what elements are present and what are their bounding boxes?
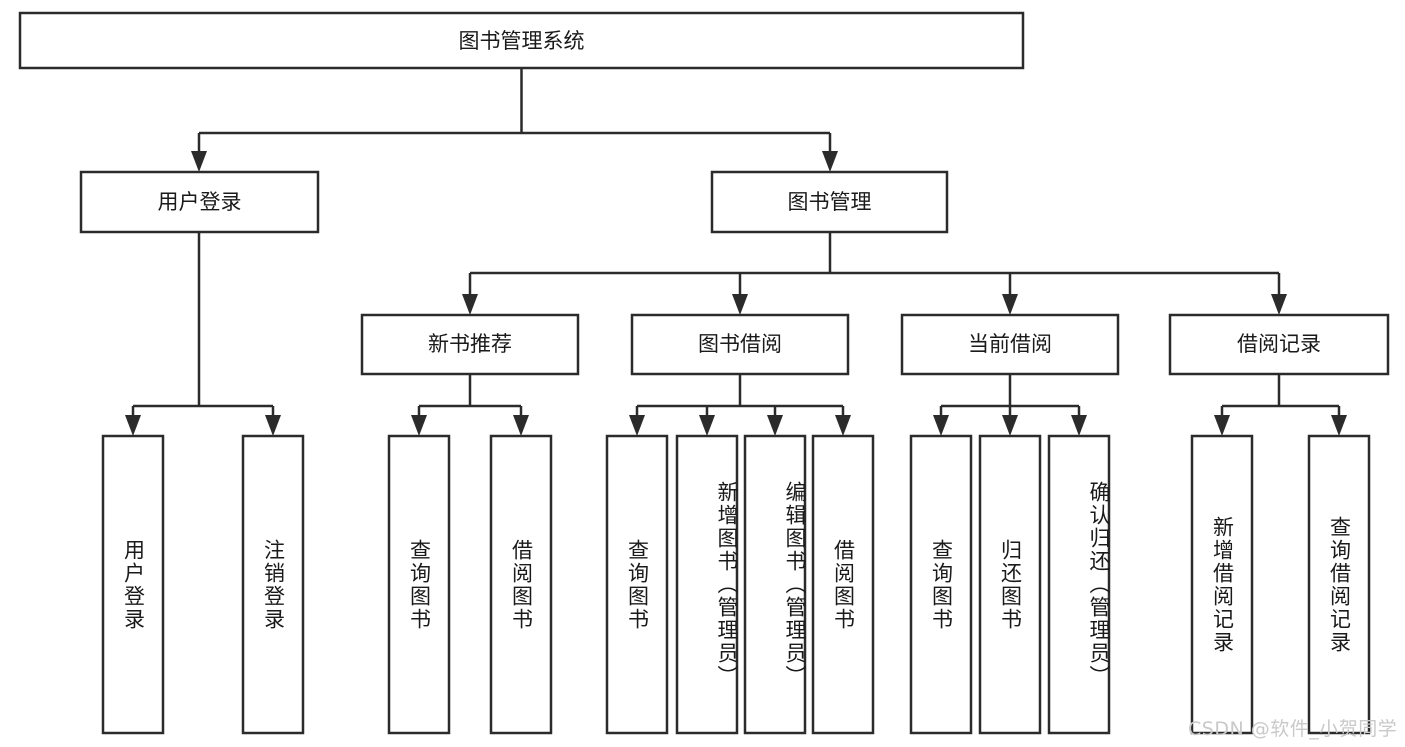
connector-newbook-to-leaves xyxy=(411,374,529,436)
connector-bookborrow-to-leaves xyxy=(629,374,851,436)
leaf-book-borrow-0[interactable] xyxy=(605,434,669,735)
node-book-management[interactable]: 图书管理 xyxy=(710,170,949,234)
node-root[interactable]: 图书管理系统 xyxy=(18,11,1025,70)
leaf-book-borrow-3[interactable] xyxy=(811,434,875,735)
node-new-book-recommend[interactable]: 新书推荐 xyxy=(360,313,580,376)
connector-borrowrecord-to-leaves xyxy=(1214,374,1347,436)
connector-currentborrow-to-leaves xyxy=(933,374,1087,436)
node-borrow-record[interactable]: 借阅记录 xyxy=(1168,313,1390,376)
connector-userlogin-to-leaves xyxy=(125,232,281,436)
leaf-borrow-record-0[interactable] xyxy=(1190,434,1254,735)
node-current-borrow[interactable]: 当前借阅 xyxy=(900,313,1120,376)
leaf-borrow-record-1[interactable] xyxy=(1307,434,1371,735)
leaf-current-borrow-1[interactable] xyxy=(978,434,1042,735)
node-new-book-recommend-label: 新书推荐 xyxy=(428,332,512,356)
node-book-borrow-label: 图书借阅 xyxy=(698,332,782,356)
node-borrow-record-label: 借阅记录 xyxy=(1237,332,1321,356)
leaf-book-borrow-2[interactable] xyxy=(743,434,807,735)
leaf-book-borrow-1[interactable] xyxy=(675,434,739,735)
connector-bookmgmt-to-level3 xyxy=(462,232,1287,315)
csdn-watermark: CSDN @软件_小贺同学 xyxy=(1188,718,1398,740)
node-book-management-label: 图书管理 xyxy=(788,190,872,214)
leaf-user-login-1[interactable] xyxy=(241,434,305,735)
node-book-borrow[interactable]: 图书借阅 xyxy=(630,313,850,376)
leaf-current-borrow-2[interactable] xyxy=(1047,434,1111,735)
node-root-label: 图书管理系统 xyxy=(459,29,585,53)
node-user-login-label: 用户登录 xyxy=(158,190,242,214)
leaf-user-login-0[interactable] xyxy=(101,434,165,735)
node-current-borrow-label: 当前借阅 xyxy=(968,332,1052,356)
leaf-new-book-0[interactable] xyxy=(387,434,451,735)
leaf-new-book-1[interactable] xyxy=(489,434,553,735)
connector-root-to-level2 xyxy=(191,68,838,172)
node-user-login[interactable]: 用户登录 xyxy=(79,170,320,234)
leaf-current-borrow-0[interactable] xyxy=(909,434,973,735)
